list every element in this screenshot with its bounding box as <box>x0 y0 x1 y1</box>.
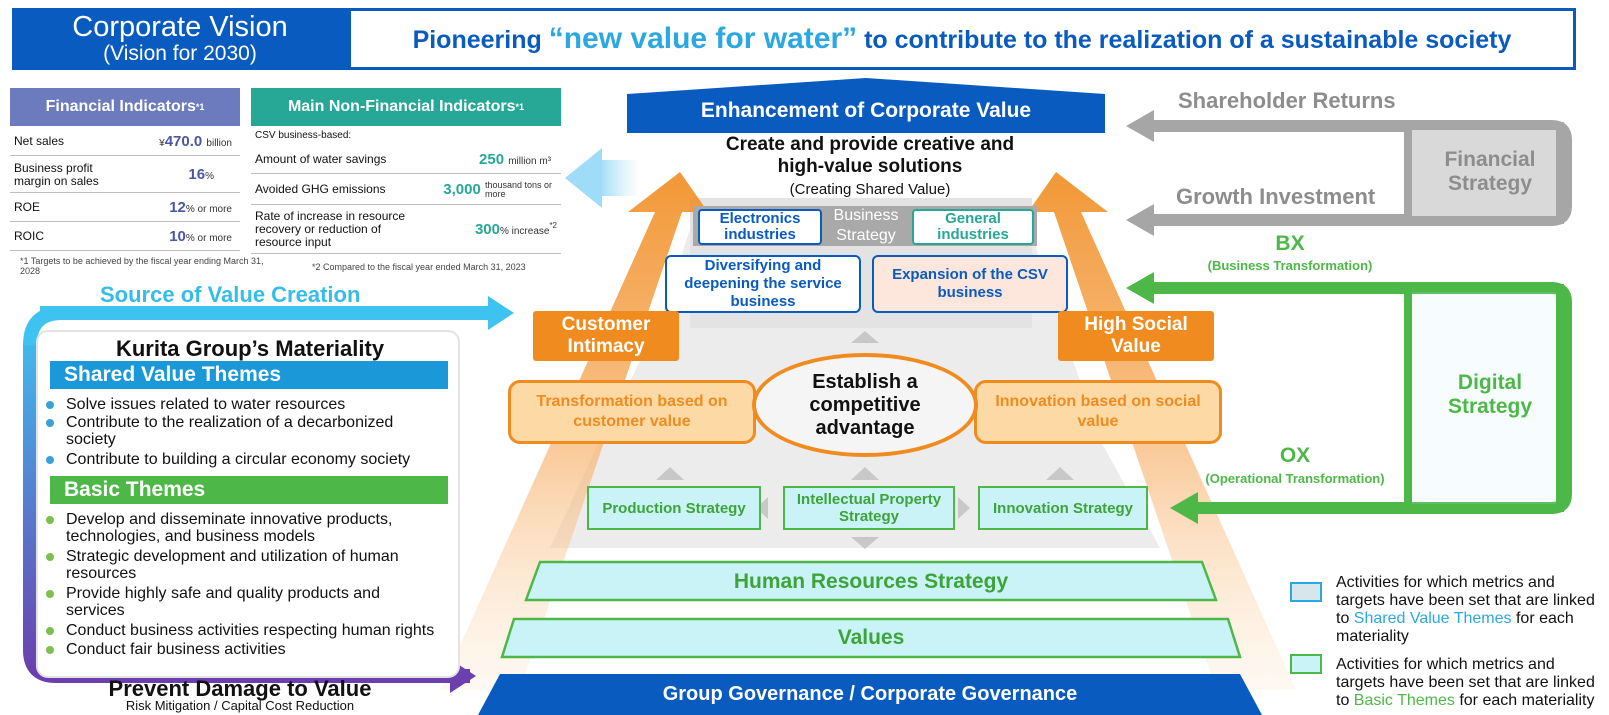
enhancement-banner <box>627 78 1105 133</box>
table-row: ROE 12% or more <box>10 194 240 222</box>
enhancement-of-corporate-value: Enhancement of Corporate Value <box>700 99 1032 122</box>
transformation-customer-value-box: Transformation based on customer value <box>508 380 756 444</box>
list-item: Solve issues related to water resources <box>46 396 456 413</box>
corporate-vision-box: Corporate Vision (Vision for 2030) <box>12 8 348 70</box>
legend-text-basic: Activities for which metrics and targets… <box>1336 656 1595 709</box>
non-financial-indicators-header: Main Non-Financial Indicators*1 <box>251 88 561 126</box>
financial-strategy-box: Financial Strategy <box>1444 148 1536 195</box>
bx-label: BX <box>1275 232 1305 255</box>
list-item: Conduct fair business activities <box>46 641 456 658</box>
basic-themes-heading: Basic Themes <box>50 476 448 504</box>
shared-value-themes-heading: Shared Value Themes <box>50 361 448 389</box>
table-row: Net sales ¥470.0 billion <box>10 128 240 156</box>
governance-label: Group Governance / Corporate Governance <box>662 683 1078 705</box>
create-solutions-heading: Create and provide creative and high-val… <box>725 134 1015 177</box>
slogan: Pioneering “new value for water” to cont… <box>412 22 1512 55</box>
legend-text-shared: Activities for which metrics and targets… <box>1336 574 1595 645</box>
table-row: Business profit margin on sales 16% <box>10 157 240 193</box>
human-resources-strategy: Human Resources Strategy <box>733 570 1009 593</box>
legend-swatch-shared <box>1290 582 1322 602</box>
governance-base <box>478 674 1262 715</box>
high-social-value-tag: High Social Value <box>1058 311 1214 361</box>
list-item: Develop and disseminate innovative produ… <box>46 511 426 545</box>
prevent-damage-title: Prevent Damage to Value <box>108 676 372 701</box>
customer-intimacy-tag: Customer Intimacy <box>533 311 679 361</box>
expansion-csv-box: Expansion of the CSV business <box>872 255 1068 313</box>
table-row: Rate of increase in resource recovery or… <box>251 206 561 254</box>
hr-trapezoid <box>524 560 1218 602</box>
csv-basis-label: CSV business-based: <box>255 130 352 141</box>
list-item: Conduct business activities respecting h… <box>46 622 456 639</box>
financial-indicators-header: Financial Indicators*1 <box>10 88 240 126</box>
diversifying-service-box: Diversifying and deepening the service b… <box>665 255 861 313</box>
values-trapezoid <box>500 617 1242 659</box>
growth-investment-label: Growth Investment <box>1176 184 1376 209</box>
fade-arrow-icon <box>565 148 640 208</box>
table-row: Avoided GHG emissions 3,000 thousand ton… <box>251 175 561 205</box>
materiality-title: Kurita Group’s Materiality <box>115 336 385 361</box>
innovation-strategy-box: Innovation Strategy <box>978 486 1148 530</box>
creating-shared-value-subtitle: (Creating Shared Value) <box>789 181 951 198</box>
digital-strategy-box: Digital Strategy <box>1447 371 1533 418</box>
source-of-value-creation-label: Source of Value Creation <box>100 282 361 307</box>
legend-swatch-basic <box>1290 654 1322 674</box>
ip-strategy-box: Intellectual Property Strategy <box>783 486 955 530</box>
production-strategy-box: Production Strategy <box>587 486 761 530</box>
business-strategy-label: Business Strategy <box>833 207 899 244</box>
competitive-advantage-ellipse: Establish a competitive advantage <box>752 353 978 457</box>
shareholder-returns-label: Shareholder Returns <box>1178 88 1396 113</box>
slogan-box: Pioneering “new value for water” to cont… <box>348 8 1576 70</box>
vision-title: Corporate Vision <box>72 11 288 43</box>
prevent-damage-subtitle: Risk Mitigation / Capital Cost Reduction <box>125 698 355 713</box>
values-label: Values <box>837 626 905 649</box>
bx-subtitle: (Business Transformation) <box>1207 258 1373 273</box>
table-row: Amount of water savings 250 million m³ <box>251 146 561 174</box>
vision-subtitle: (Vision for 2030) <box>103 42 257 65</box>
list-item: Provide highly safe and quality products… <box>46 585 406 619</box>
financial-note: *1 Targets to be achieved by the fiscal … <box>20 256 264 276</box>
slogan-highlight: “new value for water” <box>548 22 858 55</box>
list-item: Contribute to building a circular econom… <box>46 451 456 468</box>
non-financial-note: *2 Compared to the fiscal year ended Mar… <box>312 262 526 272</box>
electronics-industries-box: Electronics industries <box>698 209 822 245</box>
innovation-social-value-box: Innovation based on social value <box>974 380 1222 444</box>
list-item: Contribute to the realization of a decar… <box>46 414 426 448</box>
table-row: ROIC 10% or more <box>10 223 240 251</box>
ox-subtitle: (Operational Transformation) <box>1205 471 1385 486</box>
list-item: Strategic development and utilization of… <box>46 548 426 582</box>
general-industries-box: General industries <box>912 209 1034 245</box>
ox-label: OX <box>1279 444 1311 467</box>
